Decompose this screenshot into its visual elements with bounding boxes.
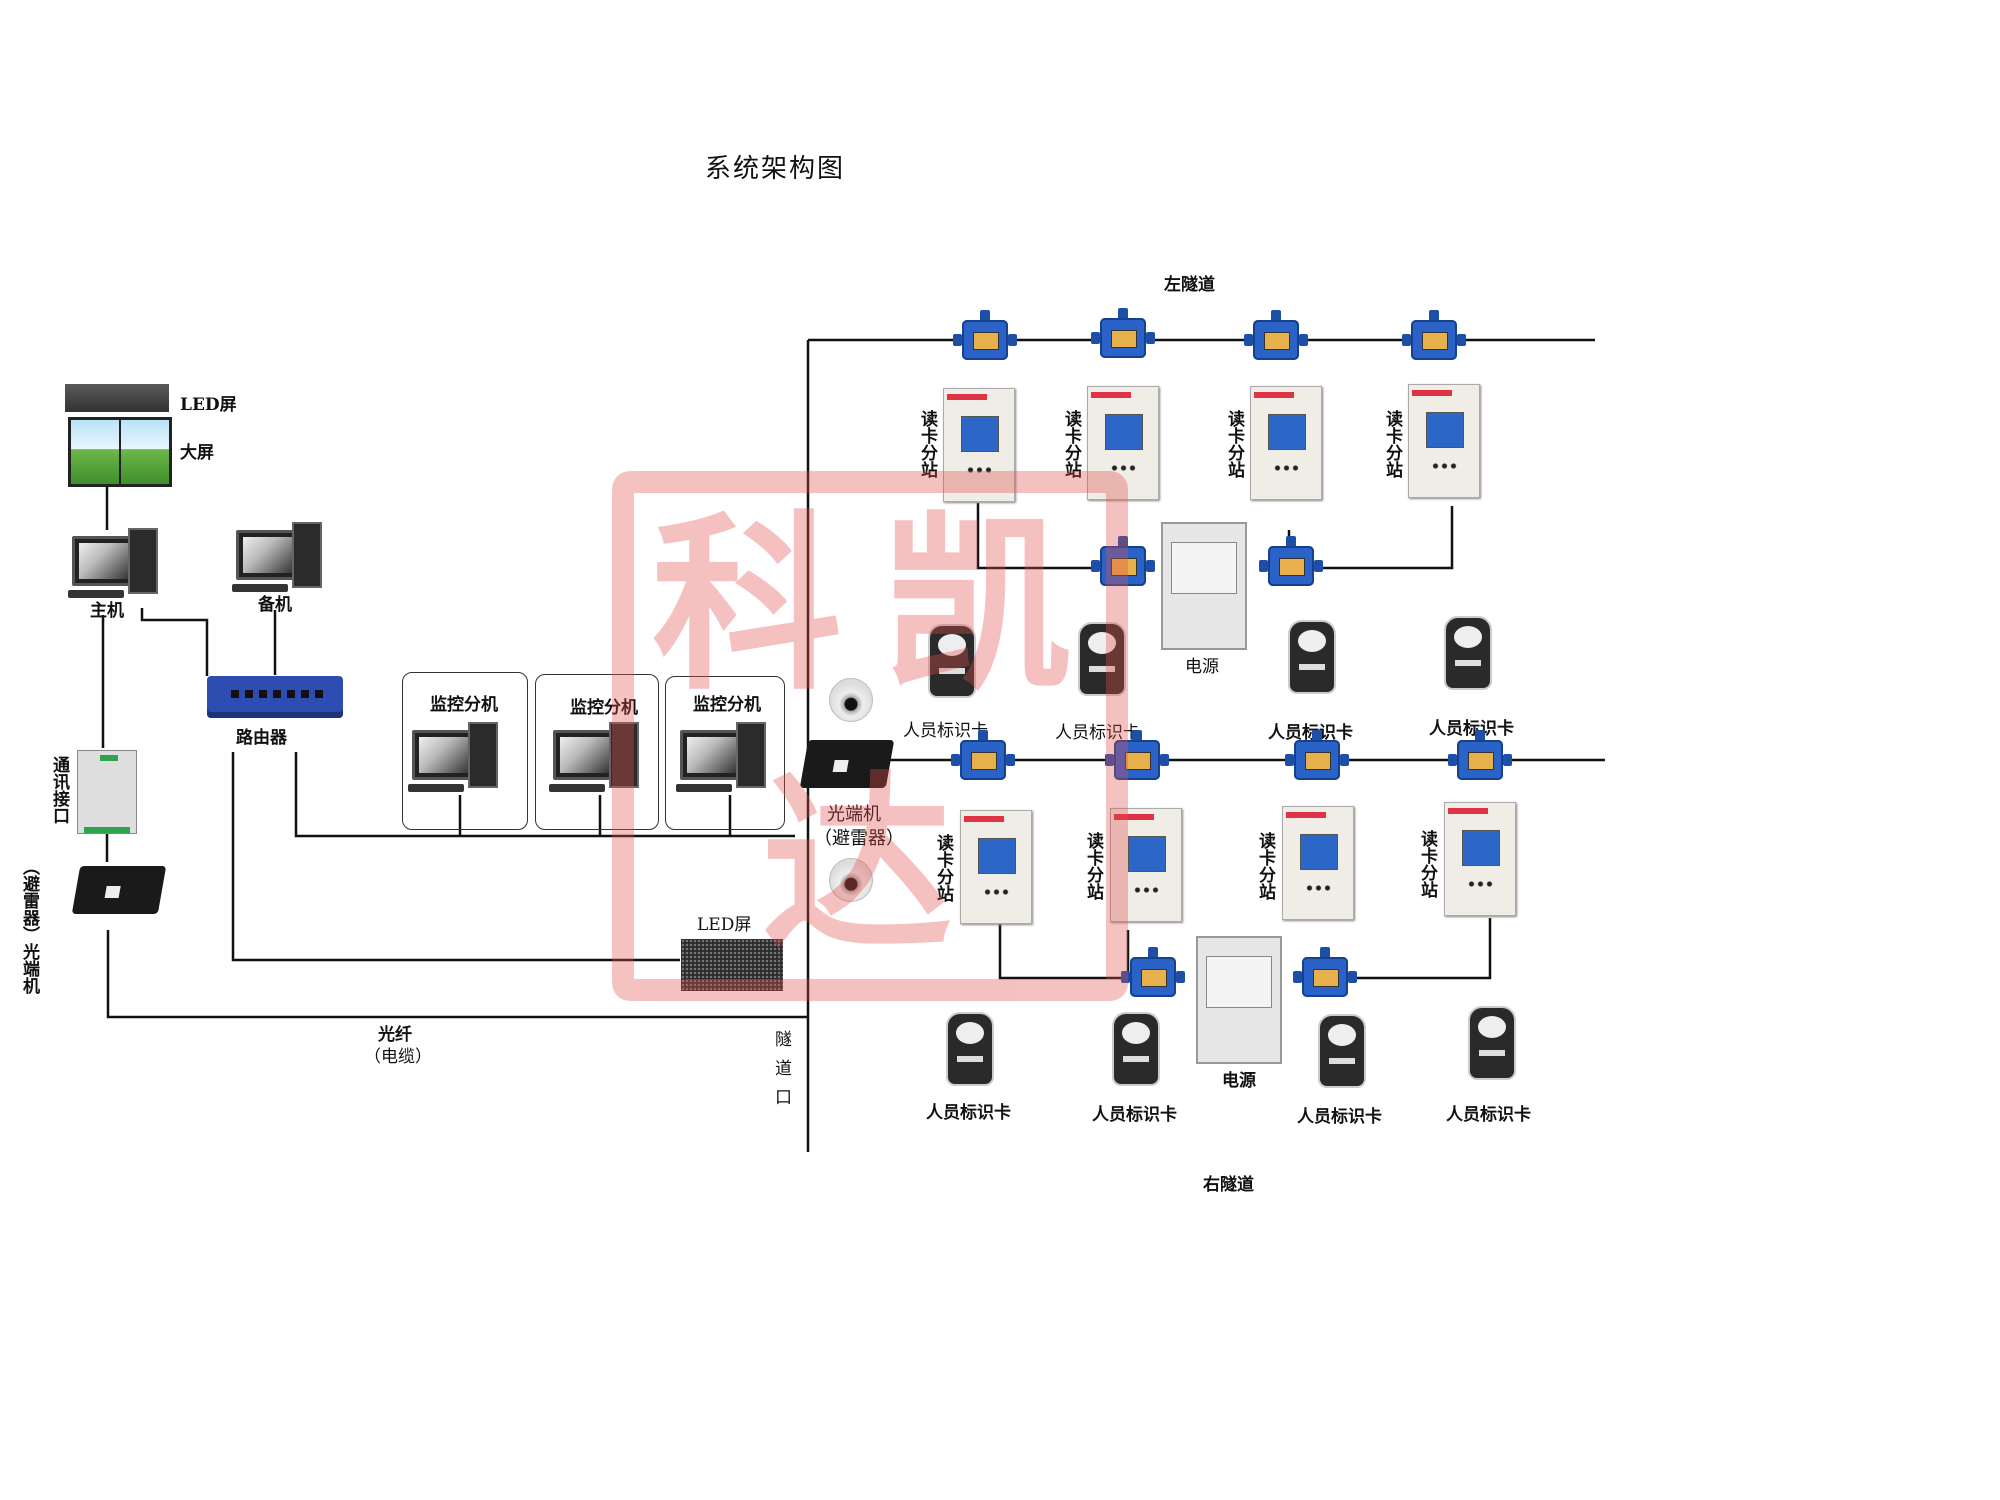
monitor-label-3: 监控分机: [693, 695, 761, 715]
reader-station-left-3: [1250, 386, 1322, 500]
led-bottom-label: LED屏: [697, 915, 752, 935]
left-tunnel-label: 左隧道: [1164, 275, 1215, 295]
reader-station-left-4: [1408, 384, 1480, 498]
host-label: 主机: [90, 601, 124, 621]
led-screen-top: [65, 384, 169, 412]
backup-computer: [232, 522, 326, 602]
reader-station-right-1: [960, 810, 1032, 924]
monitor-label-1: 监控分机: [430, 695, 498, 715]
monitor-computer-1: [408, 722, 502, 802]
person-card-left-4: [1444, 616, 1492, 690]
card-label-left-2: 人员标识卡: [1055, 723, 1140, 743]
right-tunnel-label: 右隧道: [1203, 1175, 1254, 1195]
reader-station-right-4: [1444, 802, 1516, 916]
person-card-right-3: [1318, 1014, 1366, 1088]
card-label-right-1: 人员标识卡: [926, 1103, 1011, 1123]
junction-box-right-4: [1448, 730, 1512, 780]
reader-station-left-1: [943, 388, 1015, 502]
reader-station-right-3: [1282, 806, 1354, 920]
led-panel-bottom: [681, 939, 783, 991]
comm-interface: [77, 750, 137, 834]
junction-box-left-3: [1244, 310, 1308, 360]
card-label-right-2: 人员标识卡: [1092, 1105, 1177, 1125]
junction-box-left-4: [1402, 310, 1466, 360]
monitor-computer-3: [676, 722, 770, 802]
monitor-box-2: [535, 674, 659, 830]
watermark-stamp: 科 凯 达: [612, 471, 1128, 1001]
monitor-label-2: 监控分机: [570, 698, 638, 718]
card-label-right-4: 人员标识卡: [1446, 1105, 1531, 1125]
fiber-center-label: 光端机: [827, 804, 881, 825]
reader-label-left-3: 读卡分站: [1224, 410, 1244, 478]
reader-label-right-3: 读卡分站: [1255, 832, 1275, 900]
junction-box-right-sub-2: [1293, 947, 1357, 997]
junction-box-left-sub-1: [1091, 536, 1155, 586]
power-supply-top: [1161, 522, 1247, 650]
router-label: 路由器: [236, 728, 287, 748]
fiber-cable-sub-label: （电缆）: [364, 1047, 432, 1067]
reader-label-right-2: 读卡分站: [1083, 832, 1103, 900]
router: [207, 676, 343, 718]
led-screen-top-label: LED屏: [180, 395, 237, 415]
person-card-left-3: [1288, 620, 1336, 694]
person-card-left-2: [1078, 622, 1126, 696]
junction-box-right-2: [1105, 730, 1169, 780]
power-supply-bottom: [1196, 936, 1282, 1064]
reader-label-left-4: 读卡分站: [1382, 410, 1402, 478]
big-screen-label: 大屏: [180, 443, 214, 463]
camera-top-icon: [829, 678, 873, 722]
reader-label-right-1: 读卡分站: [933, 834, 953, 902]
person-card-left-1: [928, 624, 976, 698]
power-bottom-label: 电源: [1222, 1071, 1256, 1091]
fiber-left-label: （避雷器）光端机: [19, 858, 39, 994]
card-label-left-4: 人员标识卡: [1429, 719, 1514, 739]
person-card-right-4: [1468, 1006, 1516, 1080]
card-label-left-3: 人员标识卡: [1268, 723, 1353, 743]
junction-box-left-2: [1091, 308, 1155, 358]
person-card-right-2: [1112, 1012, 1160, 1086]
tunnel-entrance-label: 隧道口: [771, 1030, 791, 1117]
card-label-left-1: 人员标识卡: [903, 721, 988, 741]
fiber-center-sub-label: （避雷器）: [814, 828, 904, 849]
reader-label-right-4: 读卡分站: [1417, 830, 1437, 898]
camera-bottom-icon: [829, 858, 873, 902]
comm-interface-label: 通讯接口: [49, 756, 69, 824]
reader-label-left-1: 读卡分站: [917, 410, 937, 478]
person-card-right-1: [946, 1012, 994, 1086]
page-title: 系统架构图: [705, 154, 846, 184]
fiber-cable-label: 光纤: [378, 1025, 412, 1045]
monitor-computer-2: [549, 722, 643, 802]
reader-station-right-2: [1110, 808, 1182, 922]
junction-box-right-3: [1285, 730, 1349, 780]
junction-box-right-1: [951, 730, 1015, 780]
junction-box-left-sub-2: [1259, 536, 1323, 586]
monitor-box-1: [402, 672, 528, 830]
card-label-right-3: 人员标识卡: [1297, 1107, 1382, 1127]
host-computer: [68, 528, 162, 608]
fiber-transceiver-left: [71, 866, 167, 914]
reader-label-left-2: 读卡分站: [1061, 410, 1081, 478]
junction-box-right-sub-1: [1121, 947, 1185, 997]
monitor-box-3: [665, 676, 785, 830]
junction-box-left-1: [953, 310, 1017, 360]
power-top-label: 电源: [1185, 657, 1219, 677]
backup-label: 备机: [258, 595, 292, 615]
big-screen: [68, 417, 172, 487]
